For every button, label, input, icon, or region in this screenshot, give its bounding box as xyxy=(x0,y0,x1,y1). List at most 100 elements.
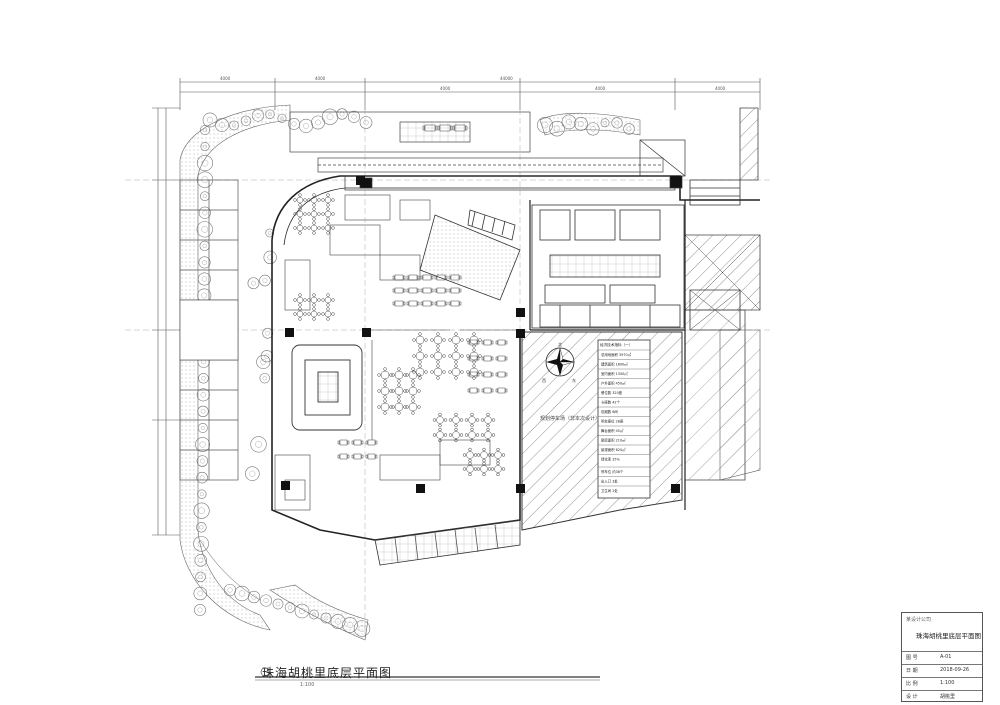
table xyxy=(468,431,476,439)
table xyxy=(339,439,348,446)
table xyxy=(452,431,460,439)
table xyxy=(367,439,376,446)
tree xyxy=(196,221,213,238)
north-arrow: 西 东 北 xyxy=(542,341,576,383)
column xyxy=(285,328,294,337)
tree xyxy=(240,115,252,127)
table xyxy=(433,367,443,377)
table xyxy=(394,300,404,307)
table xyxy=(439,124,451,132)
table xyxy=(468,416,476,424)
tree xyxy=(347,110,361,123)
table xyxy=(296,310,304,318)
indicator-row: 建筑面积 1800㎡ xyxy=(601,362,628,367)
table xyxy=(380,370,390,380)
table xyxy=(408,274,418,281)
bottom-terrace xyxy=(374,519,521,566)
table xyxy=(310,224,318,232)
indicator-row: 户外面积 450㎡ xyxy=(601,381,626,386)
stage-block xyxy=(419,209,521,301)
parking-label: 规划停车场（非本次设计） xyxy=(540,415,600,422)
tree xyxy=(196,471,208,484)
tree xyxy=(196,388,210,402)
tree xyxy=(284,602,296,613)
tree xyxy=(265,109,275,119)
tree xyxy=(200,191,210,201)
column xyxy=(516,329,525,338)
table xyxy=(310,296,318,304)
table xyxy=(436,300,446,307)
tree xyxy=(574,117,588,131)
tree xyxy=(198,206,211,219)
svg-text:4000: 4000 xyxy=(220,76,231,81)
table xyxy=(296,210,304,218)
indicator-row: 舞台面积 45㎡ xyxy=(601,428,624,433)
svg-text:4000: 4000 xyxy=(315,76,326,81)
table xyxy=(408,370,418,380)
left-parking-stalls xyxy=(179,179,239,481)
tree xyxy=(561,114,577,130)
tree xyxy=(256,354,271,369)
tree xyxy=(215,118,229,132)
table xyxy=(469,387,478,394)
tree xyxy=(197,405,209,418)
tree xyxy=(536,116,554,134)
tree xyxy=(194,554,207,567)
table xyxy=(367,453,376,460)
tree xyxy=(197,423,208,433)
kitchen-area xyxy=(531,179,741,329)
column xyxy=(516,308,525,317)
table xyxy=(436,416,444,424)
tree xyxy=(196,155,214,172)
table xyxy=(324,224,332,232)
tree xyxy=(298,118,314,133)
indicator-sub-row: 出入口 3处 xyxy=(601,479,618,484)
indicator-row: 室内面积 1350㎡ xyxy=(601,371,628,376)
table xyxy=(296,296,304,304)
svg-text:4000: 4000 xyxy=(440,86,451,91)
table xyxy=(436,287,446,294)
adjacent-building xyxy=(684,107,761,481)
column xyxy=(671,176,680,185)
tree xyxy=(199,240,210,251)
tree xyxy=(353,620,371,637)
table xyxy=(394,287,404,294)
tree xyxy=(330,614,346,629)
table xyxy=(424,124,436,132)
table xyxy=(422,287,432,294)
table xyxy=(497,371,506,378)
column xyxy=(362,328,371,337)
tree xyxy=(259,594,273,607)
table xyxy=(408,386,418,396)
table xyxy=(380,386,390,396)
tree xyxy=(611,117,623,129)
dining-partitions xyxy=(274,194,520,511)
left-dimension-lines xyxy=(152,107,180,536)
table xyxy=(466,451,474,459)
title-block-firm: 某设计公司 xyxy=(906,617,932,623)
tree xyxy=(197,272,211,286)
indicator-row: 总用地面积 3970㎡ xyxy=(601,352,632,357)
tree xyxy=(336,108,348,120)
table xyxy=(415,335,425,345)
top-walkway xyxy=(289,111,664,173)
tree xyxy=(250,436,267,453)
table xyxy=(310,310,318,318)
table xyxy=(497,339,506,346)
indicator-row: 绿化率 35% xyxy=(601,457,621,462)
tree xyxy=(277,113,287,123)
table xyxy=(310,196,318,204)
table xyxy=(451,335,461,345)
table xyxy=(483,339,492,346)
tree xyxy=(549,120,565,137)
tree xyxy=(194,604,206,616)
indicator-row: 餐位数 320座 xyxy=(601,390,623,395)
scale-note: 1:100 xyxy=(300,682,315,688)
bar-counter xyxy=(291,344,363,431)
indicator-row: 包厢数 6间 xyxy=(601,409,618,414)
svg-text:西: 西 xyxy=(542,378,546,383)
